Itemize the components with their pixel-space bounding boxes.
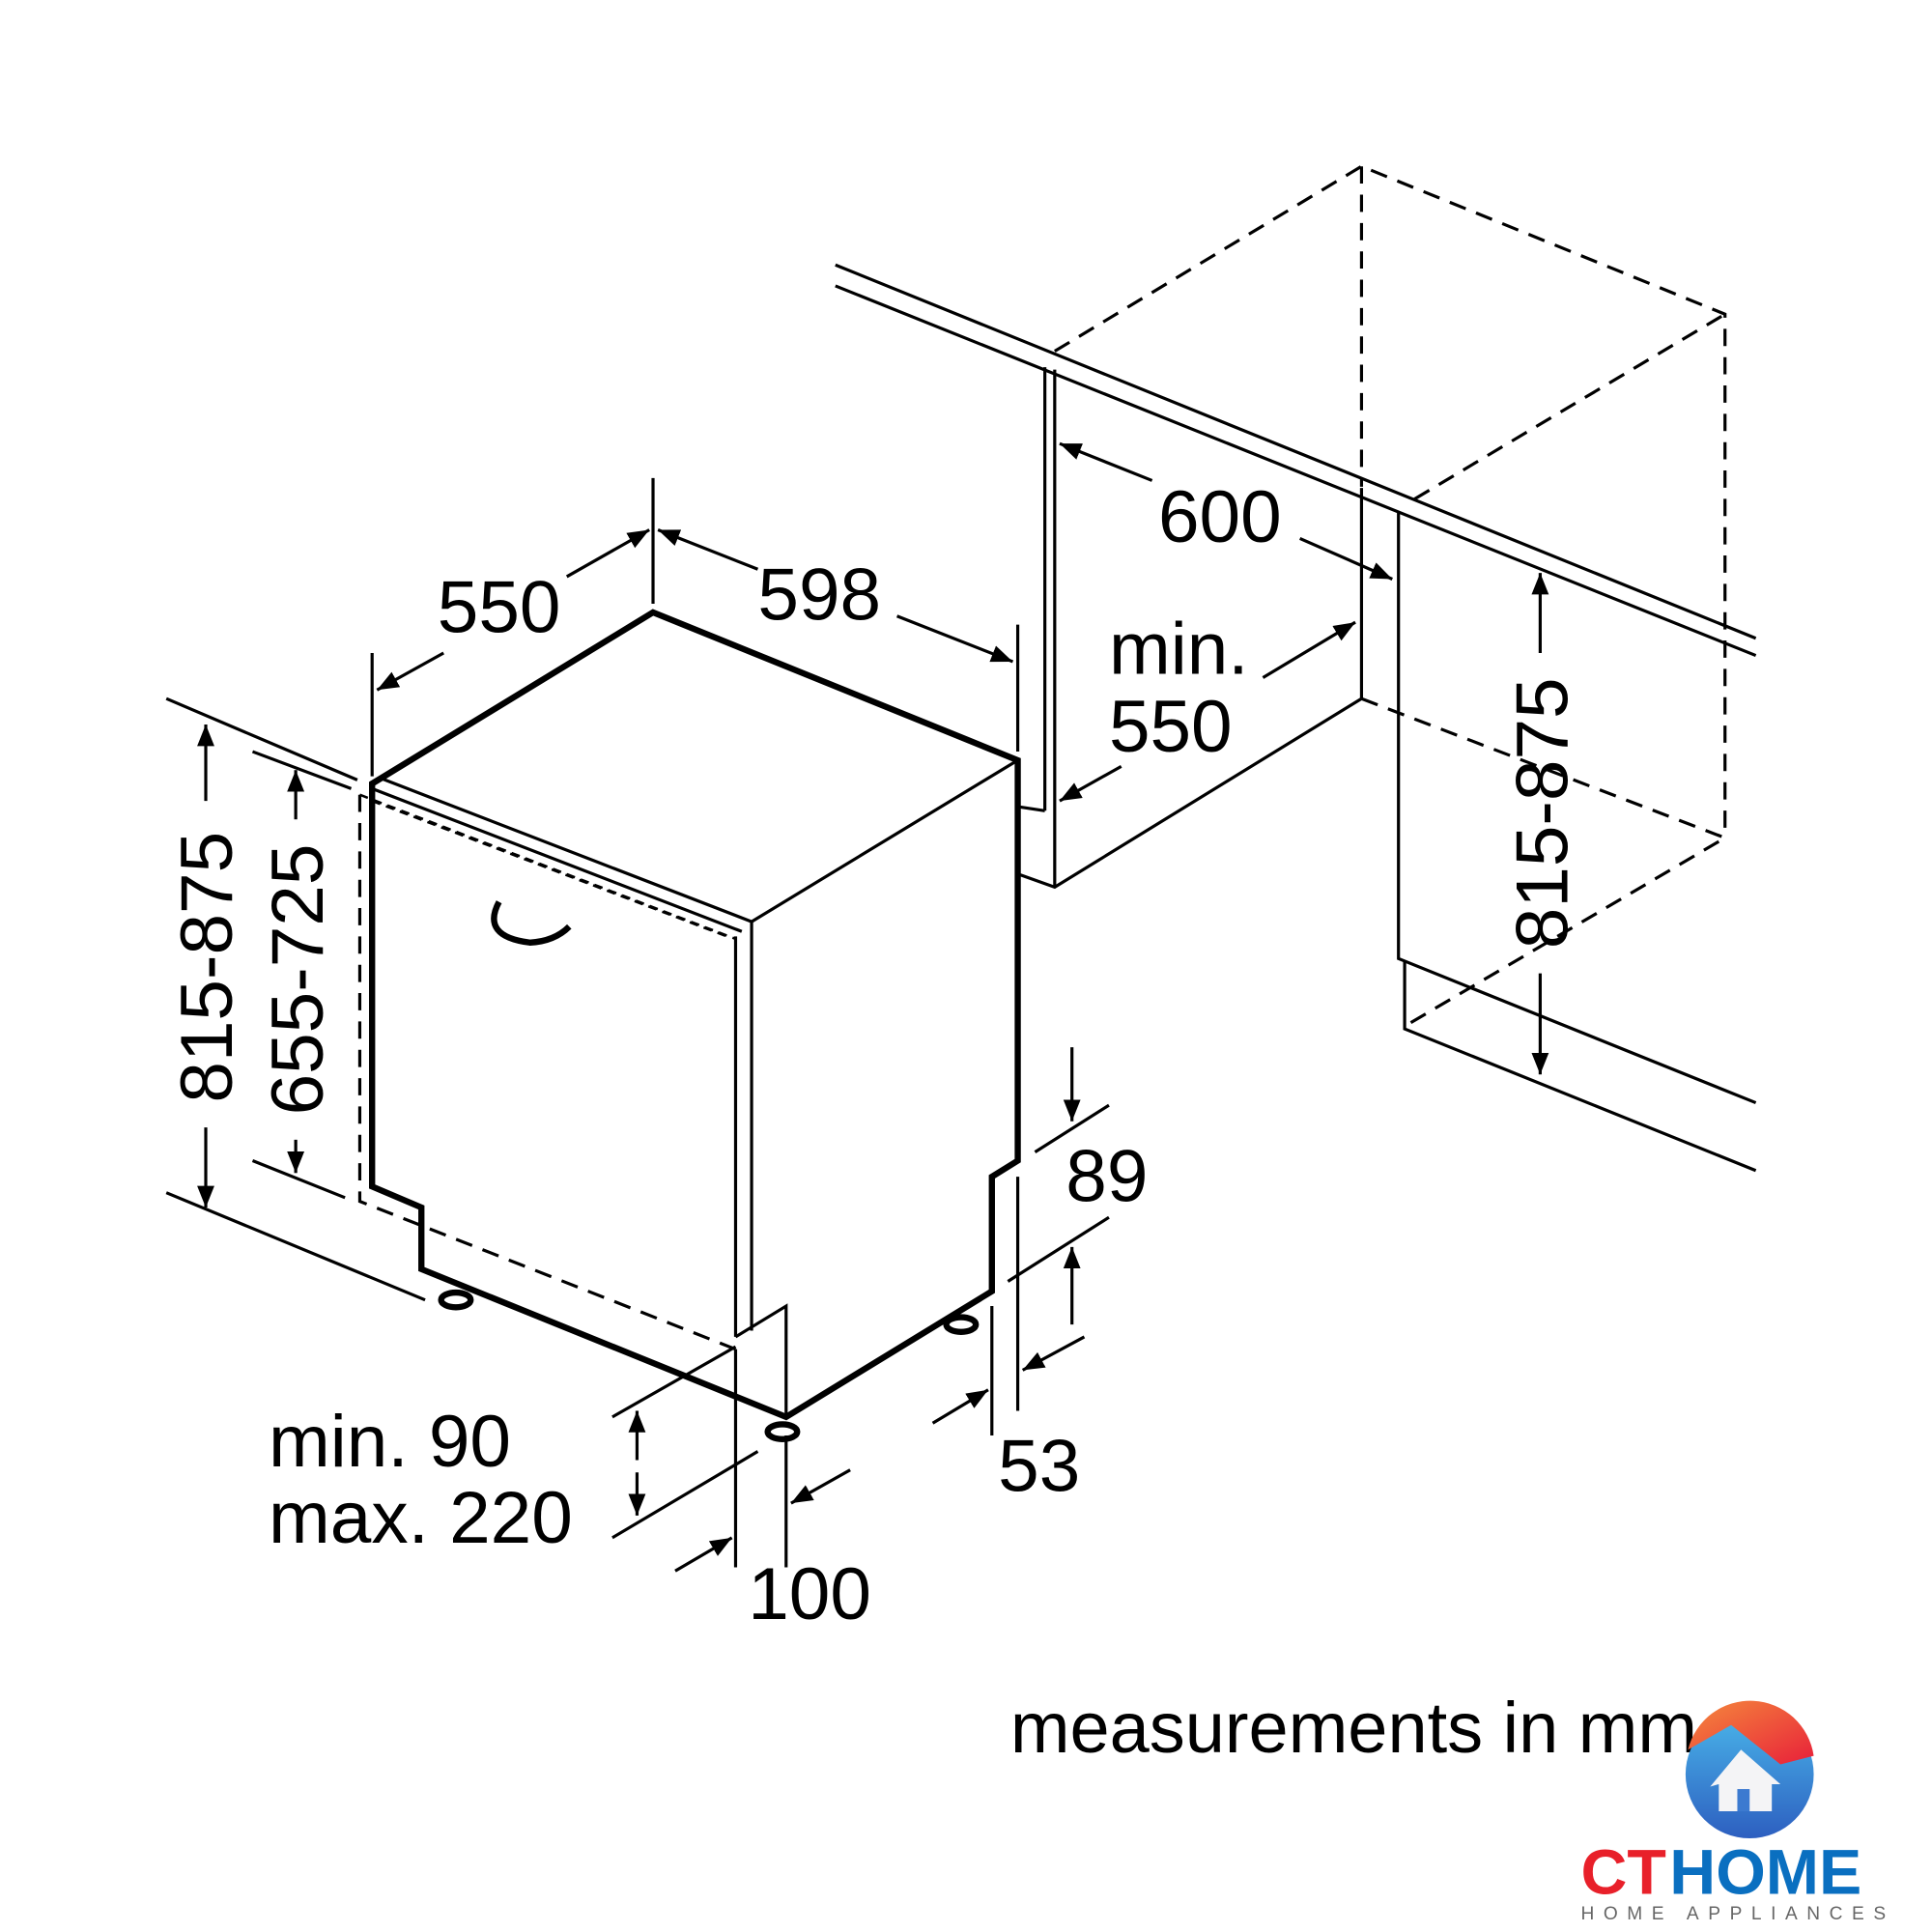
kitchen-niche	[835, 164, 1757, 1173]
plinth-height-label: 89	[1065, 1136, 1148, 1218]
plinth-range-label-line1: min. 90	[269, 1401, 511, 1483]
niche-width-label: 600	[1158, 476, 1282, 558]
foot-icon	[438, 1289, 474, 1311]
plinth-setback-label: 53	[998, 1425, 1080, 1507]
units-note: measurements in mm	[1010, 1688, 1697, 1768]
foot-icon	[764, 1421, 801, 1442]
width-label: 598	[757, 554, 881, 637]
door-handle-icon	[491, 900, 572, 946]
dimension-lines	[165, 441, 1549, 1573]
niche-depth-label-line2: 550	[1109, 686, 1233, 768]
plinth-range-label-line2: max. 220	[269, 1477, 573, 1559]
logo-brand-home: HOME	[1669, 1836, 1861, 1908]
niche-height-label: 815-875	[1501, 677, 1583, 949]
foot-icon	[943, 1314, 980, 1336]
logo-brand-ct: CT	[1580, 1836, 1665, 1908]
logo-tagline: HOME APPLIANCES	[1580, 1904, 1894, 1924]
height-body-label: 655-725	[257, 844, 339, 1116]
niche-depth-label-line1: min.	[1109, 609, 1249, 691]
height-left-label: 815-875	[166, 832, 248, 1103]
house-icon	[1710, 1749, 1781, 1811]
depth-label: 550	[438, 566, 561, 648]
plinth-depth-label: 100	[748, 1553, 871, 1635]
dishwasher-body	[357, 609, 1021, 1442]
cthome-logo: CT HOME HOME APPLIANCES	[1580, 1700, 1894, 1924]
